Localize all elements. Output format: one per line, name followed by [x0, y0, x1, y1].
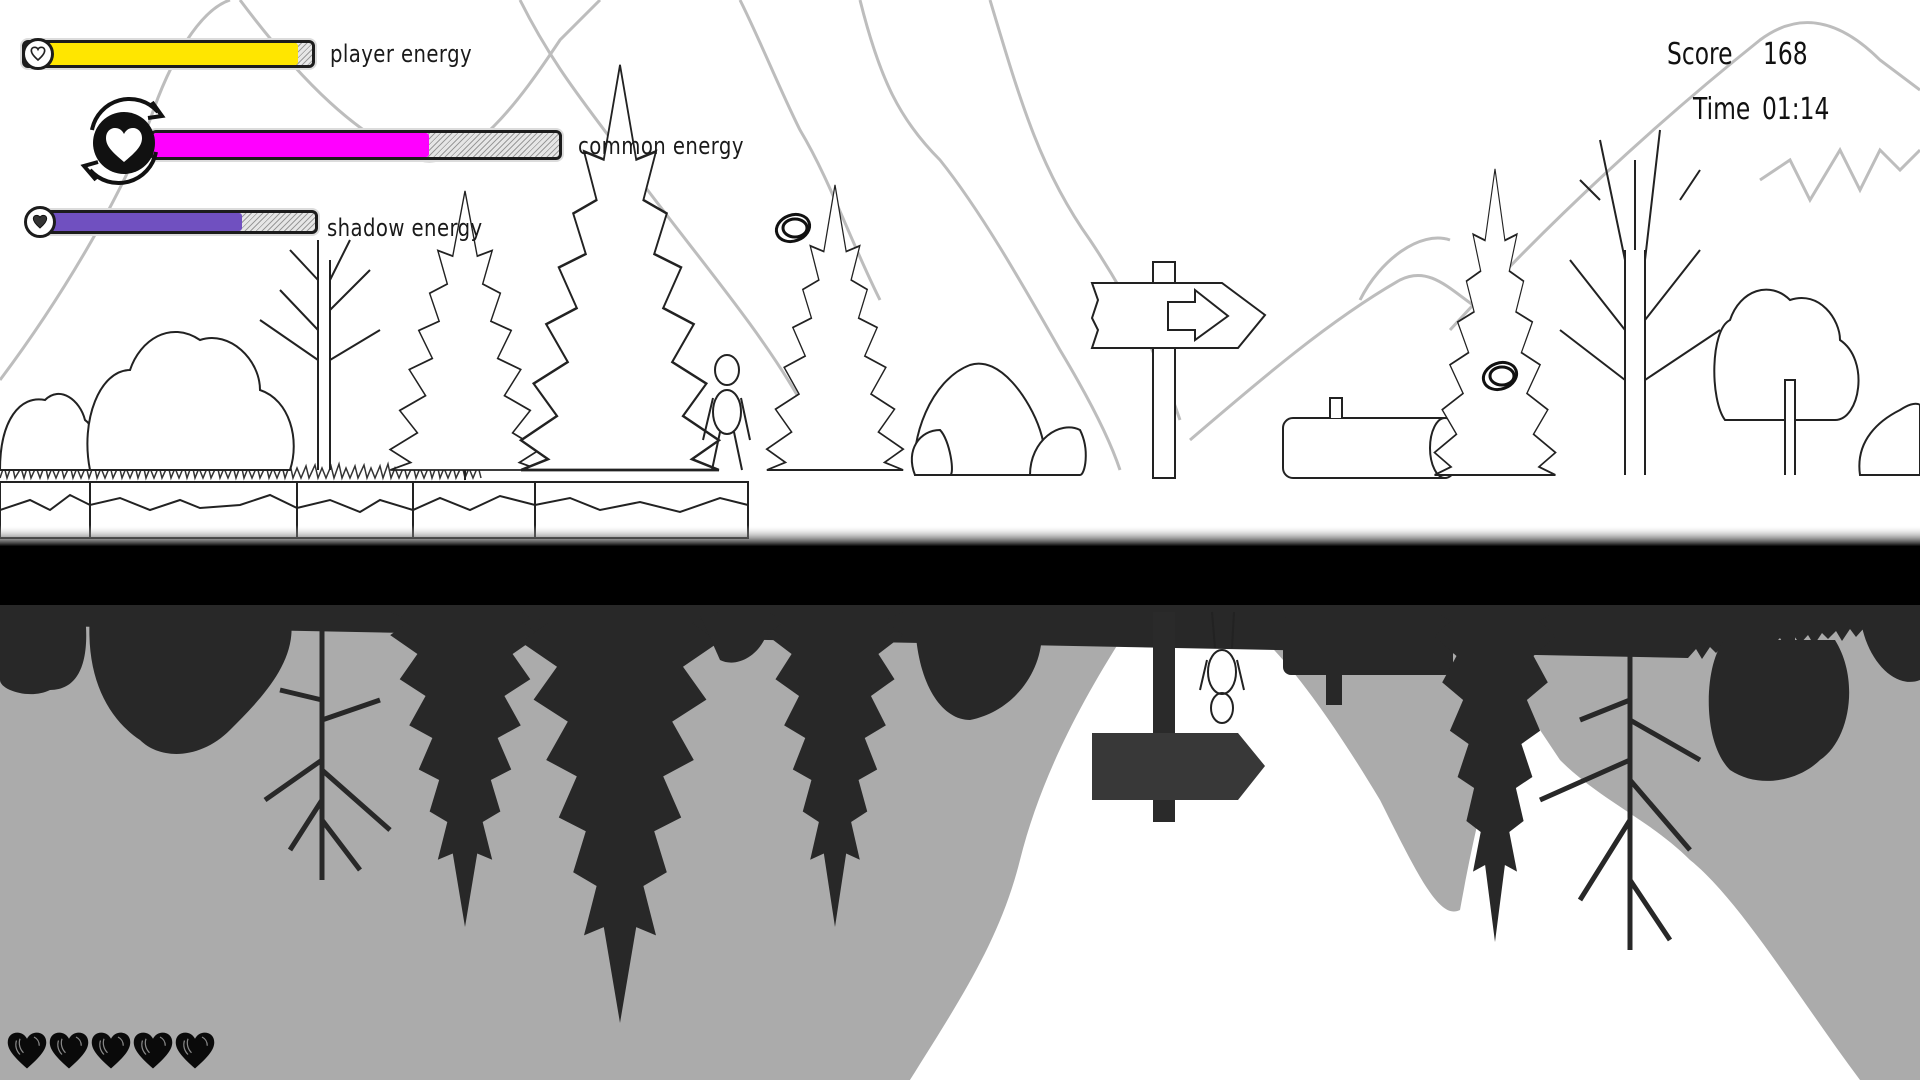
collectible-orb	[774, 212, 812, 244]
rock	[910, 428, 953, 476]
upper-objects	[0, 63, 1920, 480]
player-character	[702, 354, 751, 471]
bush	[86, 330, 295, 471]
upper-world	[0, 0, 1920, 471]
scribble-heart-icon	[48, 1030, 90, 1072]
bare-tree	[259, 239, 381, 470]
shadow-energy-bar	[40, 210, 318, 234]
heart-filled-icon	[24, 206, 56, 238]
bush	[1858, 402, 1920, 476]
shadow-world	[0, 605, 1920, 1080]
time-value: 01:14	[1762, 92, 1830, 127]
shadow-character	[1199, 611, 1245, 724]
pine-tree	[389, 190, 541, 480]
arrow-right-icon	[1167, 287, 1230, 342]
time-label: Time	[1693, 92, 1751, 127]
scribble-heart-icon	[174, 1030, 216, 1072]
common-energy-bar	[150, 130, 562, 160]
scribble-heart-icon	[6, 1030, 48, 1072]
bush	[0, 393, 96, 471]
lives-display	[6, 1030, 216, 1072]
world-divider	[0, 525, 1920, 610]
scribble-heart-icon	[132, 1030, 174, 1072]
player-energy-bar	[22, 40, 315, 68]
pine-tree	[765, 184, 905, 471]
player-energy-label: player energy	[330, 40, 473, 68]
shadow-energy-label: shadow energy	[327, 214, 483, 242]
rock	[1028, 426, 1087, 476]
round-tree	[1713, 288, 1860, 421]
heart-outline-icon	[22, 38, 54, 70]
common-energy-label: common energy	[578, 132, 744, 160]
heart-cycle-icon	[70, 90, 178, 192]
scribble-heart-icon	[90, 1030, 132, 1072]
common-energy-fill	[153, 133, 430, 157]
score-value: 168	[1763, 37, 1808, 72]
collectible-orb	[1481, 360, 1519, 392]
log	[1282, 417, 1454, 479]
pine-tree	[519, 63, 721, 472]
shadow-energy-fill	[43, 213, 242, 231]
bare-tree	[1559, 129, 1721, 475]
player-energy-fill	[25, 43, 298, 65]
score-label: Score	[1667, 37, 1733, 72]
